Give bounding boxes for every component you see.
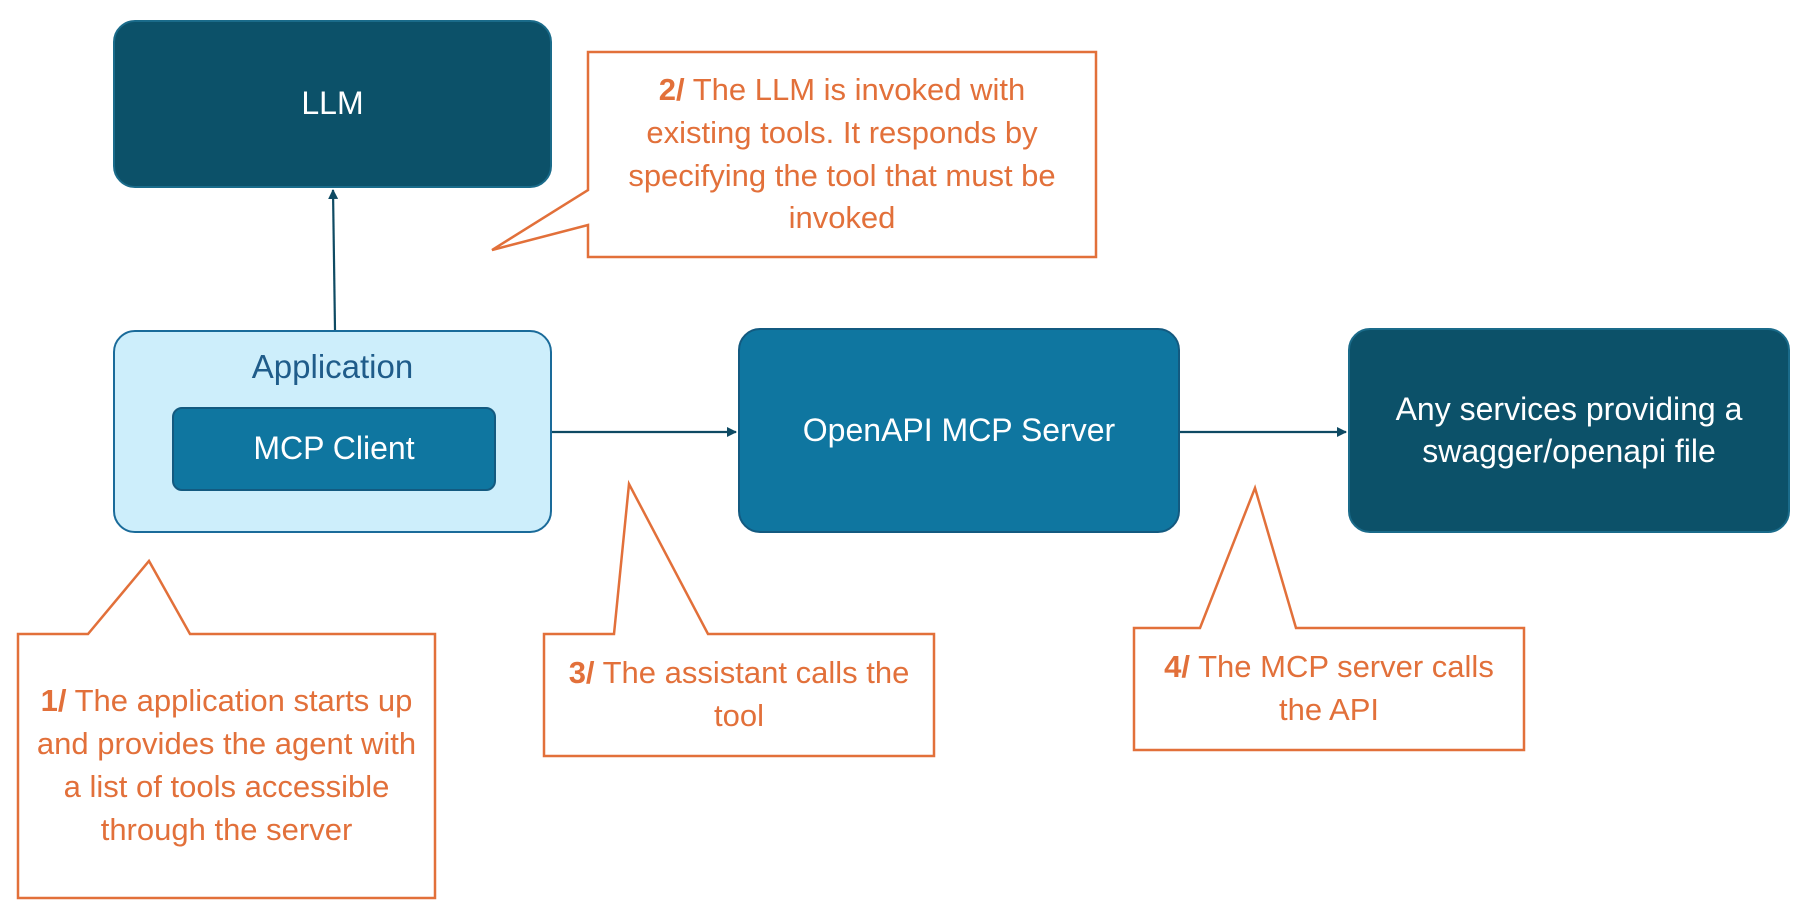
- callout-4-shape: [1132, 484, 1526, 752]
- callout-2-text-wrap: 2/ The LLM is invoked with existing tool…: [602, 69, 1082, 240]
- arrow-application-to-llm: [328, 189, 339, 331]
- callout-4-number: 4/: [1164, 649, 1191, 685]
- llm-node: LLM: [113, 20, 552, 188]
- application-label: Application: [251, 348, 414, 385]
- callout-1-number: 1/: [40, 683, 67, 719]
- callout-1: 1/ The application starts up and provide…: [18, 634, 435, 898]
- callout-2-shape: [491, 50, 1098, 259]
- callout-4-text-wrap: 4/ The MCP server calls the API: [1148, 646, 1510, 732]
- callout-2-text: The LLM is invoked with existing tools. …: [628, 71, 1056, 236]
- callout-3: 3/ The assistant calls the tool: [544, 634, 934, 756]
- application-node: Application MCP Client: [113, 330, 552, 533]
- server-label: OpenAPI MCP Server: [802, 411, 1116, 448]
- openapi-mcp-server-node: OpenAPI MCP Server: [738, 328, 1180, 533]
- callout-4-text: The MCP server calls the API: [1198, 649, 1494, 727]
- callout-3-shape: [542, 479, 936, 758]
- callout-4: 4/ The MCP server calls the API: [1134, 628, 1524, 750]
- callout-2: 2/ The LLM is invoked with existing tool…: [588, 52, 1096, 257]
- callout-3-text: The assistant calls the tool: [602, 655, 910, 733]
- callout-1-text: The application starts up and provides t…: [36, 683, 417, 847]
- mcp-client-label: MCP Client: [253, 430, 415, 467]
- callout-3-number: 3/: [568, 655, 595, 691]
- callout-1-text-wrap: 1/ The application starts up and provide…: [32, 680, 421, 851]
- services-label: Any services providing a swagger/openapi…: [1395, 390, 1743, 469]
- services-node: Any services providing a swagger/openapi…: [1348, 328, 1790, 533]
- callout-1-shape: [16, 558, 437, 900]
- mcp-client-node: MCP Client: [172, 407, 496, 491]
- llm-label: LLM: [301, 85, 364, 122]
- callout-2-number: 2/: [658, 71, 685, 107]
- callout-3-text-wrap: 3/ The assistant calls the tool: [558, 652, 920, 738]
